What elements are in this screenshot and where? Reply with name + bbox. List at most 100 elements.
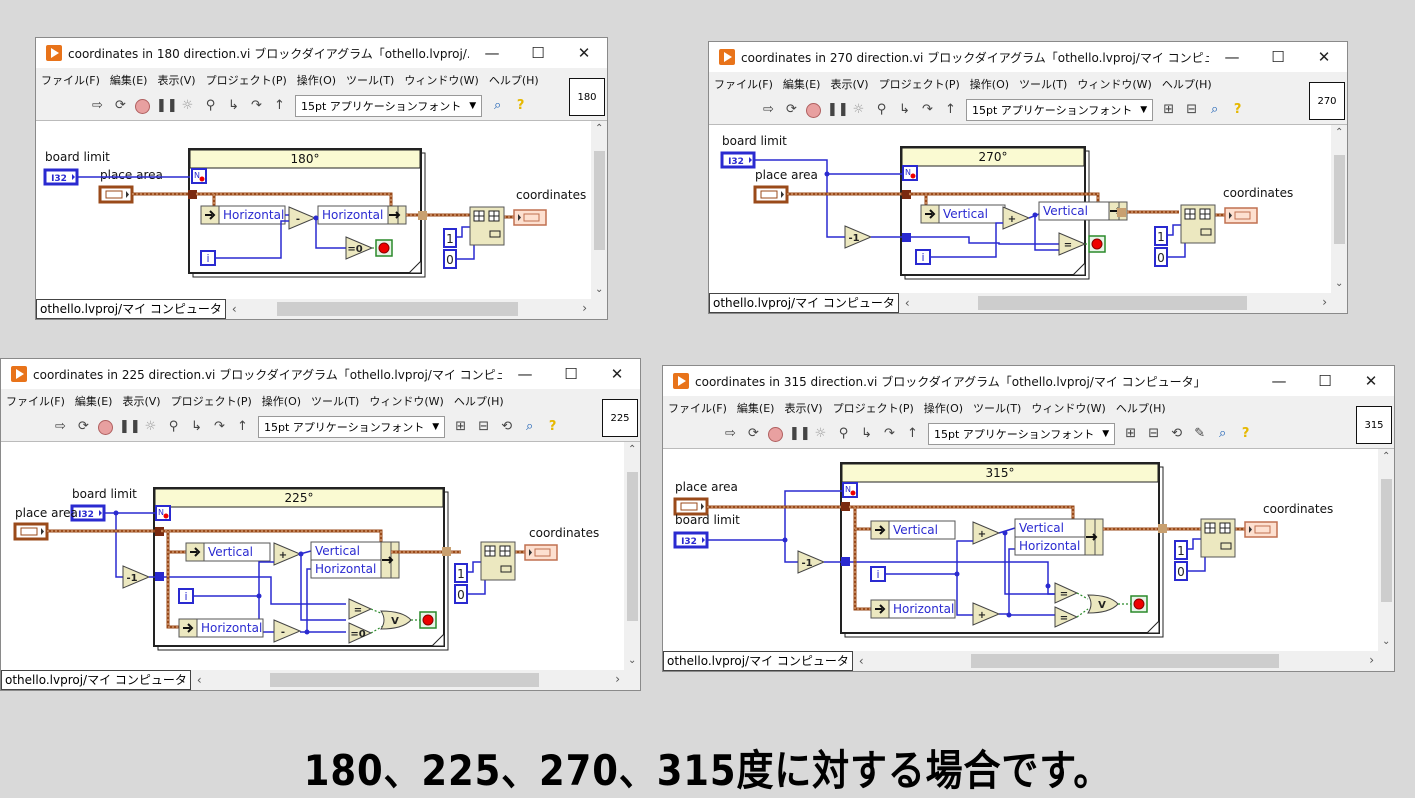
connector-pane-icon[interactable]: 270 [1309, 82, 1345, 120]
scroll-down-icon[interactable]: ⌄ [1382, 636, 1391, 647]
menu-item-0[interactable]: ファイル(F) [668, 402, 727, 415]
step-out-icon[interactable]: ↑ [237, 419, 248, 434]
scroll-right-icon[interactable]: › [1322, 295, 1327, 309]
integer-wire[interactable] [1167, 243, 1186, 258]
menu-item-0[interactable]: ファイル(F) [41, 74, 100, 87]
integer-wire[interactable] [300, 568, 311, 633]
highlight-execution-icon[interactable]: ☼ [181, 98, 194, 113]
integer-wire[interactable] [885, 540, 973, 575]
title-bar[interactable]: coordinates in 315 direction.vi ブロックダイアグ… [663, 366, 1394, 396]
integer-wire[interactable] [754, 159, 845, 238]
title-bar[interactable]: coordinates in 270 direction.vi ブロックダイアグ… [709, 42, 1347, 72]
horizontal-scroll-thumb[interactable] [270, 673, 539, 687]
numeric-constant[interactable] [1154, 226, 1168, 246]
help-icon[interactable]: ? [1241, 426, 1250, 441]
integer-wire[interactable] [907, 236, 1059, 245]
abort-icon[interactable] [806, 102, 821, 118]
run-continuously-icon[interactable]: ⟳ [748, 426, 759, 441]
integer-wire[interactable] [1004, 533, 1055, 595]
pause-icon[interactable]: ❚❚ [119, 419, 141, 434]
scroll-up-icon[interactable]: ⌃ [595, 123, 604, 134]
scroll-left-icon[interactable]: ‹ [858, 654, 864, 668]
integer-wire[interactable] [999, 548, 1015, 615]
integer-wire[interactable] [315, 218, 346, 249]
scroll-up-icon[interactable]: ⌃ [1335, 127, 1344, 138]
run-arrow-icon[interactable]: ⇨ [92, 98, 103, 113]
integer-wire[interactable] [193, 561, 274, 597]
menu-item-3[interactable]: プロジェクト(P) [878, 78, 960, 91]
step-out-icon[interactable]: ↑ [945, 102, 956, 117]
numeric-constant[interactable] [443, 249, 457, 269]
equal-zero-function[interactable] [345, 236, 374, 260]
scroll-right-icon[interactable]: › [582, 301, 587, 315]
distribute-objects-icon[interactable]: ⊟ [1148, 426, 1160, 441]
font-select[interactable]: 15pt アプリケーションフォント▼ [258, 416, 446, 438]
integer-wire[interactable] [467, 561, 481, 573]
maximize-button[interactable]: ☐ [564, 365, 578, 383]
font-select[interactable]: 15pt アプリケーションフォント▼ [966, 99, 1154, 121]
integer-wire[interactable] [467, 580, 486, 595]
menu-item-4[interactable]: 操作(O) [296, 74, 337, 87]
menu-item-2[interactable]: 表示(V) [157, 74, 196, 87]
highlight-execution-icon[interactable]: ☼ [814, 426, 827, 441]
menu-item-4[interactable]: 操作(O) [969, 78, 1010, 91]
vertical-scrollbar[interactable]: ⌃⌄ [1331, 125, 1347, 294]
menu-item-7[interactable]: ヘルプ(H) [1115, 402, 1166, 415]
step-over-icon[interactable]: ↷ [884, 426, 895, 441]
align-objects-icon[interactable]: ⊞ [1163, 102, 1175, 117]
menu-item-5[interactable]: ツール(T) [973, 402, 1022, 415]
run-continuously-icon[interactable]: ⟳ [78, 419, 89, 434]
help-icon[interactable]: ? [516, 98, 525, 113]
maximize-button[interactable]: ☐ [531, 44, 545, 62]
integer-wire[interactable] [456, 226, 470, 238]
menu-item-5[interactable]: ツール(T) [346, 74, 395, 87]
minimize-button[interactable]: — [1224, 48, 1240, 66]
decrement-function[interactable] [797, 550, 826, 574]
equal-function[interactable] [1054, 582, 1079, 604]
close-button[interactable]: ✕ [610, 365, 624, 383]
vertical-scrollbar[interactable]: ⌃⌄ [624, 442, 640, 671]
menu-item-6[interactable]: ウィンドウ(W) [1031, 402, 1106, 415]
maximize-button[interactable]: ☐ [1271, 48, 1285, 66]
scroll-right-icon[interactable]: › [1369, 653, 1374, 667]
case-selector[interactable] [154, 488, 444, 508]
highlight-execution-icon[interactable]: ☼ [144, 419, 157, 434]
subtract-function[interactable] [273, 619, 302, 643]
vertical-scrollbar[interactable]: ⌃⌄ [1378, 449, 1394, 652]
menu-item-3[interactable]: プロジェクト(P) [832, 402, 914, 415]
menu-item-0[interactable]: ファイル(F) [714, 78, 773, 91]
integer-wire[interactable] [930, 222, 1003, 258]
menu-item-1[interactable]: 編集(E) [782, 78, 821, 91]
numeric-constant[interactable] [454, 563, 468, 583]
retain-wire-values-icon[interactable]: ⚲ [838, 426, 849, 441]
step-into-icon[interactable]: ↳ [899, 102, 910, 117]
unbundle-field[interactable] [888, 599, 956, 619]
align-objects-icon[interactable]: ⊞ [455, 419, 467, 434]
step-out-icon[interactable]: ↑ [274, 98, 285, 113]
equal-zero-function[interactable] [348, 622, 373, 644]
horizontal-scroll-thumb[interactable] [971, 654, 1279, 668]
scroll-up-icon[interactable]: ⌃ [628, 444, 637, 455]
pause-icon[interactable]: ❚❚ [789, 426, 811, 441]
integer-wire[interactable] [1034, 215, 1059, 251]
integer-wire[interactable] [998, 527, 1016, 534]
integer-wire[interactable] [456, 245, 475, 260]
retain-wire-values-icon[interactable]: ⚲ [168, 419, 179, 434]
case-selector[interactable] [841, 463, 1159, 483]
menu-item-7[interactable]: ヘルプ(H) [488, 74, 539, 87]
scroll-thumb[interactable] [594, 151, 605, 250]
scroll-left-icon[interactable]: ‹ [904, 296, 910, 310]
cleanup-diagram-icon[interactable]: ✎ [1194, 426, 1206, 441]
close-button[interactable]: ✕ [1317, 48, 1331, 66]
numeric-constant[interactable] [454, 584, 468, 604]
abort-icon[interactable] [768, 426, 783, 442]
menu-item-0[interactable]: ファイル(F) [6, 395, 65, 408]
title-bar[interactable]: coordinates in 180 direction.vi ブロックダイアグ… [36, 38, 607, 68]
search-icon[interactable]: ⌕ [494, 98, 502, 113]
minimize-button[interactable]: — [1271, 372, 1287, 390]
horizontal-scroll-thumb[interactable] [978, 296, 1247, 310]
menu-item-2[interactable]: 表示(V) [784, 402, 823, 415]
run-continuously-icon[interactable]: ⟳ [786, 102, 797, 117]
